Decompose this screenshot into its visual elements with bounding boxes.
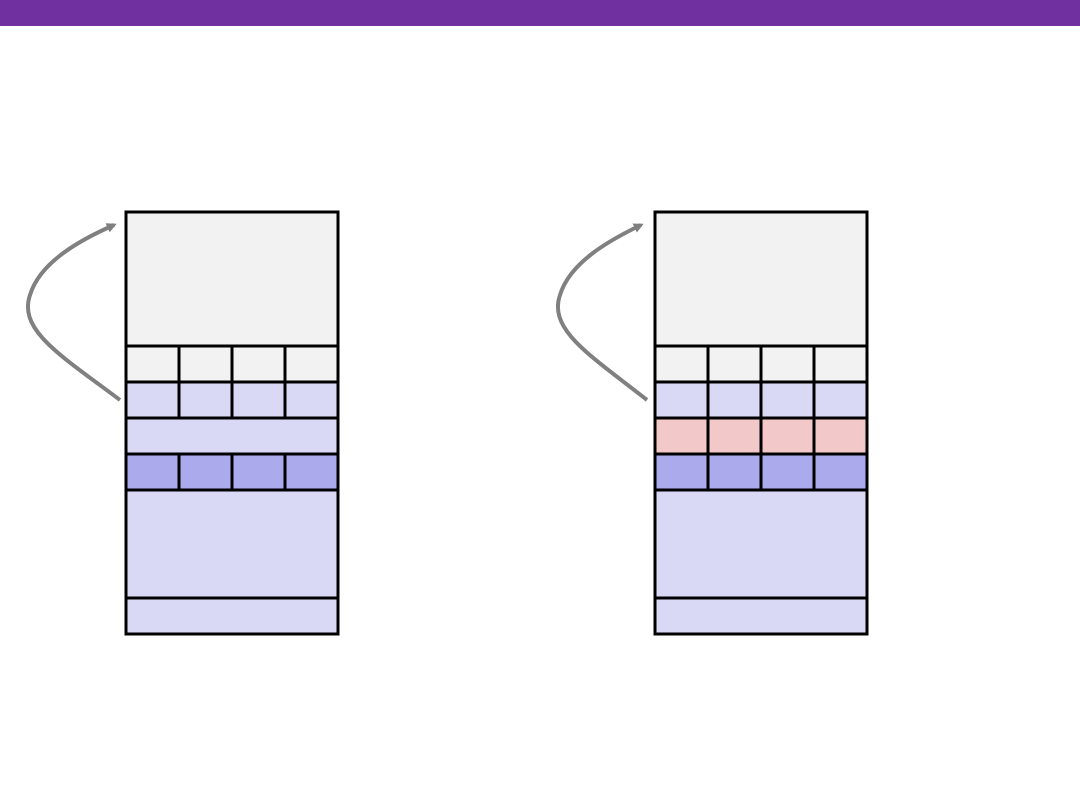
left-stack-row-1-cell-2 (230, 344, 287, 384)
right-stack-row-4-cell-1 (706, 452, 763, 492)
left-stack-row-6-cell-0 (124, 596, 340, 636)
right-stack-row-1-cell-2 (759, 344, 816, 384)
left-stack-row-4-cell-0 (124, 452, 181, 492)
right-stack-row-2-cell-0 (653, 380, 710, 420)
right-stack-row-2-cell-1 (706, 380, 763, 420)
right-stack-row-3-cell-2 (759, 416, 816, 456)
right-stack-row-4-cell-3 (812, 452, 869, 492)
left-stack-row-4-cell-3 (283, 452, 340, 492)
right-stack-row-0-cell-0 (653, 210, 869, 348)
right-stack-row-5-cell-0 (653, 488, 869, 600)
left-stack-row-2-cell-2 (230, 380, 287, 420)
right-stack-row-3-cell-1 (706, 416, 763, 456)
left-stack-row-0-cell-0 (124, 210, 340, 348)
left-stack-row-3-cell-0 (124, 416, 340, 456)
left-stack-row-4-cell-2 (230, 452, 287, 492)
right-stack-row-6-cell-0 (653, 596, 869, 636)
left-return-arrow (26, 223, 122, 402)
left-stack-row-2-cell-1 (177, 380, 234, 420)
right-stack-row-3-cell-3 (812, 416, 869, 456)
left-stack-row-5-cell-0 (124, 488, 340, 600)
left-stack-row-1-cell-1 (177, 344, 234, 384)
left-stack-row-2-cell-0 (124, 380, 181, 420)
right-stack-row-4-cell-2 (759, 452, 816, 492)
right-stack-row-1-cell-0 (653, 344, 710, 384)
left-stack-row-1-cell-3 (283, 344, 340, 384)
right-stack-row-1-cell-3 (812, 344, 869, 384)
left-stack-row-1-cell-0 (124, 344, 181, 384)
right-stack-row-4-cell-0 (653, 452, 710, 492)
left-stack (124, 210, 340, 636)
right-stack-row-2-cell-3 (812, 380, 869, 420)
right-stack-row-2-cell-2 (759, 380, 816, 420)
right-stack-row-3-cell-0 (653, 416, 710, 456)
left-stack-row-4-cell-1 (177, 452, 234, 492)
header-bar (0, 0, 1080, 26)
right-stack (653, 210, 869, 636)
right-stack-row-1-cell-1 (706, 344, 763, 384)
right-return-arrow (556, 223, 649, 402)
left-stack-row-2-cell-3 (283, 380, 340, 420)
